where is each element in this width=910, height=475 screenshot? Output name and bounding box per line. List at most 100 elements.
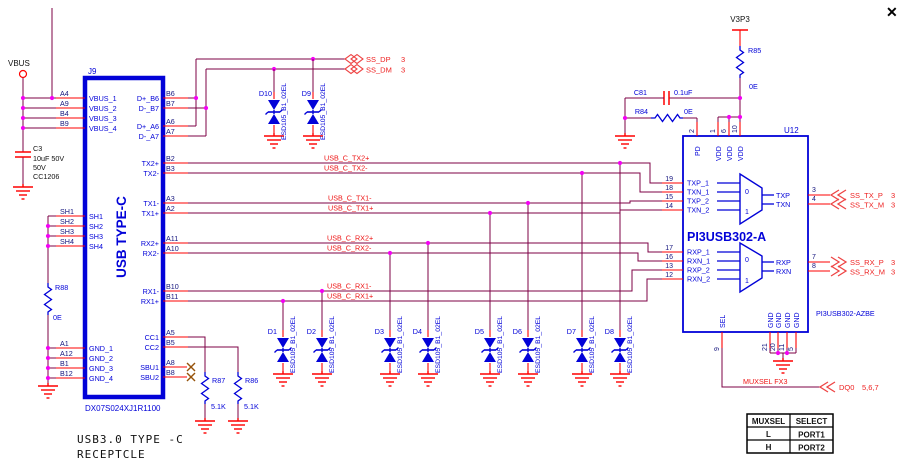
- net-usb-c-tx2p: USB_C_TX2+: [324, 154, 369, 163]
- pin-name: GND: [776, 312, 783, 328]
- offpage-bidi-icon: [344, 53, 364, 65]
- r88-ref: R88: [55, 283, 68, 292]
- pin-name: D-_A7: [139, 132, 159, 141]
- pin-number: 10: [732, 125, 739, 133]
- pin-name: TXN: [776, 200, 790, 209]
- resistor-r85: [735, 45, 745, 79]
- ss-tx-p-page: 3: [891, 191, 895, 200]
- esd-diode-d6: D6 ESD105_B1_02EL: [513, 316, 542, 387]
- d2-part: ESD105_B1_02EL: [329, 316, 336, 373]
- j9-part-number: DX07S024XJ1R1100: [85, 404, 161, 413]
- net-usb-c-rx2p: USB_C_RX2+: [327, 234, 373, 243]
- esd-diode-d3: D3 ESD105_B1_02EL: [375, 316, 404, 387]
- pin-name: GND: [785, 312, 792, 328]
- pin-name: SH2: [89, 222, 103, 231]
- pin-number: 17: [665, 245, 673, 252]
- pin-number: 4: [812, 196, 816, 203]
- c3-ref: C3: [33, 144, 42, 153]
- resistor-r84: [650, 113, 684, 123]
- pin-name: RXN: [776, 267, 791, 276]
- offpage-in-icon: [830, 189, 847, 201]
- pin-name: SH1: [89, 212, 103, 221]
- esd-diode-d7: D7 ESD105_B1_02EL: [567, 316, 596, 387]
- pin-label: B5: [166, 338, 175, 347]
- dq0-pages: 5,6,7: [862, 383, 879, 392]
- pin-name: RXP: [776, 258, 791, 267]
- pin-number: 16: [665, 254, 673, 261]
- pin-number: 11: [779, 344, 786, 351]
- pin-label: SH4: [60, 237, 74, 246]
- pin-name: RX1-: [143, 287, 160, 296]
- offpage-in-icon: [819, 381, 836, 393]
- pin-label: A12: [60, 349, 73, 358]
- pin-label: A4: [60, 89, 69, 98]
- d2-ref: D2: [307, 327, 316, 336]
- c3-voltage: 50V: [33, 163, 46, 172]
- pin-name: VDD: [727, 146, 734, 161]
- close-icon[interactable]: ✕: [886, 4, 898, 20]
- d5-ref: D5: [475, 327, 484, 336]
- net-usb-c-tx2m: USB_C_TX2-: [324, 164, 368, 173]
- ss-dm-page: 3: [401, 66, 405, 75]
- pin-number: 1: [710, 129, 717, 133]
- d1-part: ESD105_B1_02EL: [290, 316, 297, 373]
- pin-label: A9: [60, 99, 69, 108]
- r87-ref: R87: [212, 376, 225, 385]
- mux-input-0: 0: [745, 189, 749, 196]
- pin-number: 6: [721, 129, 728, 133]
- ss-tx-m-label: SS_TX_M: [850, 201, 884, 210]
- resistor-r86: [233, 371, 243, 405]
- pin-name: CC1: [145, 333, 159, 342]
- sbu-no-connect: [186, 362, 196, 382]
- esd-diode-d1: D1 ESD105_B1_02EL: [268, 316, 297, 387]
- cc-pulldowns: R87 5.1K R86 5.1K: [188, 336, 259, 434]
- pin-name: PD: [695, 146, 702, 156]
- d9-ref: D9: [302, 89, 311, 98]
- r84-value: 0E: [684, 107, 693, 116]
- pin-number: 15: [665, 194, 673, 201]
- d6-part: ESD105_B1_02EL: [535, 316, 542, 373]
- table-cell: PORT1: [798, 431, 825, 440]
- j9-vertical-name: USB TYPE-C: [114, 196, 129, 278]
- d3-part: ESD105_B1_02EL: [397, 316, 404, 373]
- v3p3-net-label: V3P3: [730, 15, 750, 24]
- d4-ref: D4: [413, 327, 422, 336]
- muxsel-net-label: MUXSEL FX3: [743, 377, 787, 386]
- r85-value: 0E: [749, 82, 758, 91]
- pin-name: D+_A6: [137, 122, 159, 131]
- rx-mux-symbol: 0 1: [717, 241, 774, 294]
- capacitor-c3: C3 10uF 50V 50V CC1206: [15, 144, 64, 181]
- d5-part: ESD105_B1_02EL: [497, 316, 504, 373]
- ground-symbol: [37, 382, 59, 399]
- ss-rx-p-label: SS_RX_P: [850, 258, 884, 267]
- net-usb-c-rx2m: USB_C_RX2-: [327, 244, 372, 253]
- d4-part: ESD105_B1_02EL: [435, 316, 442, 373]
- pin-label: B12: [60, 369, 73, 378]
- c3-package: CC1206: [33, 172, 59, 181]
- ground-symbol: [227, 417, 249, 434]
- pin-label: B8: [166, 368, 175, 377]
- d9-part: ESD105_B1_02EL: [320, 83, 327, 140]
- r87-value: 5.1K: [211, 402, 226, 411]
- esd-diode-d2: D2 ESD105_B1_02EL: [307, 316, 336, 387]
- mux-chip-u12: U12 PI3USB302-A PI3USB302-AZBE 2 1 6 10 …: [662, 122, 875, 351]
- d10-part: ESD105_B1_02EL: [281, 83, 288, 140]
- pin-name: RXN_2: [687, 275, 710, 284]
- c3-value: 10uF 50V: [33, 154, 64, 163]
- esd-diode-d9: D9 ESD105_B1_02EL: [302, 59, 327, 149]
- vbus-terminal: [18, 69, 28, 79]
- net-usb-c-tx1p: USB_C_TX1+: [328, 204, 373, 213]
- dq0-label: DQ0: [839, 383, 854, 392]
- ss-outputs: SS_TX_P 3 SS_TX_M 3 SS_RX_P 3 SS_RX_M 3: [830, 189, 895, 277]
- j9-ref: J9: [88, 67, 97, 76]
- pin-label: A5: [166, 328, 175, 337]
- u12-title: PI3USB302-A: [687, 230, 766, 244]
- u12-ref: U12: [784, 126, 799, 135]
- d6-ref: D6: [513, 327, 522, 336]
- pin-name: SBU1: [140, 363, 159, 372]
- pin-label: B7: [166, 99, 175, 108]
- ground-symbol: [772, 357, 794, 374]
- pin-name: CC2: [145, 343, 159, 352]
- d1-ref: D1: [268, 327, 277, 336]
